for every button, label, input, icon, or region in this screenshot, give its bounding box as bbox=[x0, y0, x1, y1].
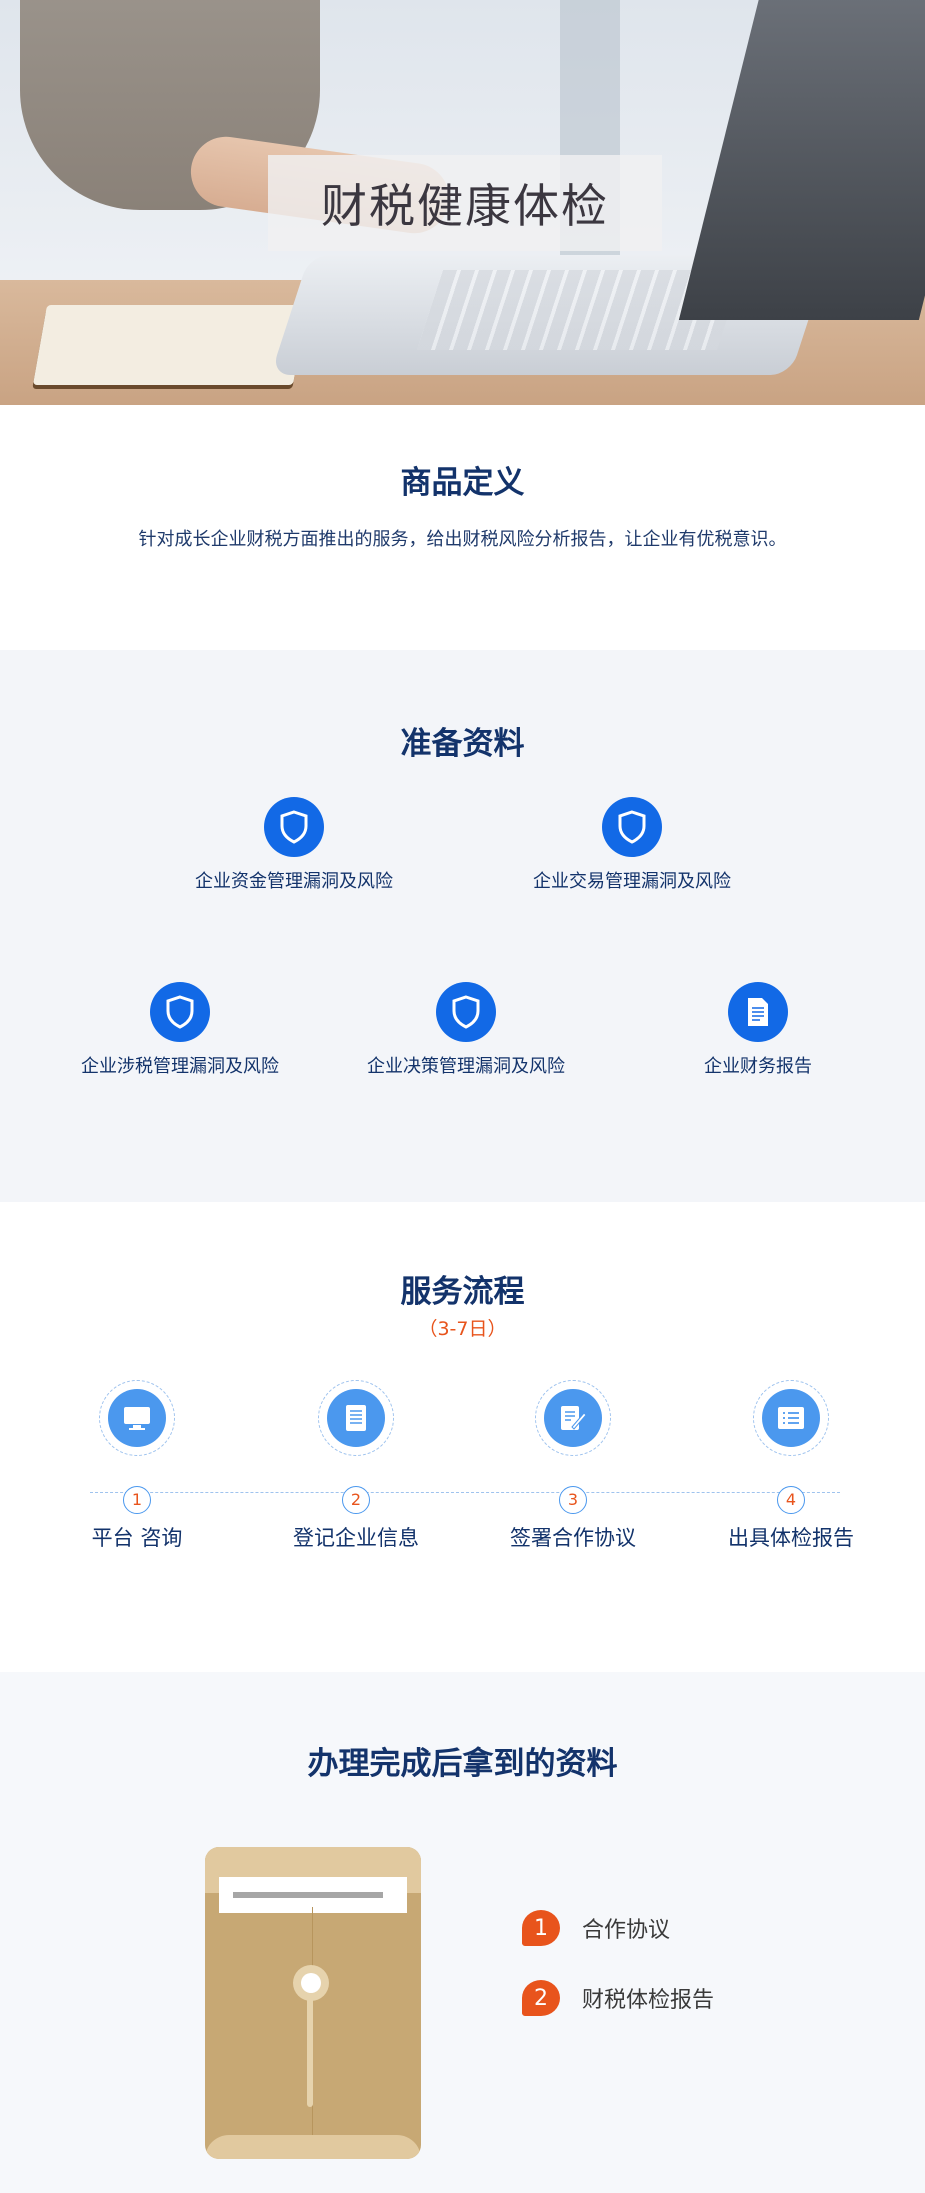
shield-icon bbox=[436, 982, 496, 1042]
deliverables-heading: 办理完成后拿到的资料 bbox=[307, 1746, 618, 1782]
step-label: 平台 咨询 bbox=[91, 1526, 183, 1550]
definition-text: 针对成长企业财税方面推出的服务，给出财税风险分析报告，让企业有优税意识。 bbox=[138, 529, 787, 550]
prep-item-fund: 企业资金管理漏洞及风险 bbox=[164, 797, 424, 893]
section-deliverables: 办理完成后拿到的资料 1 合作协议 2 财税体检报告 bbox=[0, 1672, 925, 2193]
step-number: 3 bbox=[559, 1486, 587, 1514]
prep-item-report: 企业财务报告 bbox=[628, 982, 888, 1078]
shield-icon bbox=[264, 797, 324, 857]
document-icon bbox=[728, 982, 788, 1042]
envelope-paper-line bbox=[233, 1892, 383, 1898]
hero-title-box: 财税健康体检 bbox=[268, 155, 662, 251]
step-number: 1 bbox=[123, 1486, 151, 1514]
deliverable-number-badge: 1 bbox=[522, 1910, 560, 1946]
prep-item-label: 企业资金管理漏洞及风险 bbox=[195, 871, 393, 892]
section-preparation: 准备资料 企业资金管理漏洞及风险 企业交易管理漏洞及风险 企业涉税管理漏洞及风险… bbox=[0, 650, 925, 1202]
definition-heading: 商品定义 bbox=[400, 465, 525, 501]
shield-icon bbox=[602, 797, 662, 857]
report-list-icon bbox=[762, 1389, 820, 1447]
notebook-icon bbox=[327, 1389, 385, 1447]
step-number: 2 bbox=[342, 1486, 370, 1514]
step-icon-ring bbox=[753, 1380, 829, 1456]
prep-item-decision: 企业决策管理漏洞及风险 bbox=[336, 982, 596, 1078]
shield-icon bbox=[150, 982, 210, 1042]
preparation-heading: 准备资料 bbox=[400, 726, 525, 762]
step-label: 登记企业信息 bbox=[293, 1526, 419, 1550]
hero-banner: 财税健康体检 bbox=[0, 0, 925, 405]
prep-item-label: 企业交易管理漏洞及风险 bbox=[533, 871, 731, 892]
prep-item-trade: 企业交易管理漏洞及风险 bbox=[502, 797, 762, 893]
process-step-register: 2 登记企业信息 bbox=[271, 1380, 441, 1552]
step-icon-ring bbox=[99, 1380, 175, 1456]
envelope-illustration bbox=[205, 1847, 421, 2159]
envelope-clasp bbox=[293, 1965, 329, 2001]
envelope-paper bbox=[219, 1877, 407, 1913]
monitor-icon bbox=[108, 1389, 166, 1447]
prep-item-label: 企业财务报告 bbox=[704, 1056, 812, 1077]
prep-item-tax: 企业涉税管理漏洞及风险 bbox=[50, 982, 310, 1078]
sign-document-icon bbox=[544, 1389, 602, 1447]
prep-item-label: 企业决策管理漏洞及风险 bbox=[367, 1056, 565, 1077]
deliverable-item: 1 合作协议 bbox=[522, 1908, 670, 1948]
process-step-consult: 1 平台 咨询 bbox=[52, 1380, 222, 1552]
process-step-sign: 3 签署合作协议 bbox=[488, 1380, 658, 1552]
process-timeline bbox=[90, 1492, 840, 1493]
process-heading: 服务流程 bbox=[400, 1274, 525, 1310]
process-duration: （3-7日） bbox=[418, 1318, 507, 1340]
deliverable-number-badge: 2 bbox=[522, 1980, 560, 2016]
section-process: 服务流程 （3-7日） 1 平台 咨询 2 登记企业信息 bbox=[0, 1202, 925, 1672]
hero-title: 财税健康体检 bbox=[321, 179, 609, 233]
process-step-report: 4 出具体检报告 bbox=[706, 1380, 876, 1552]
deliverable-label: 合作协议 bbox=[582, 1918, 671, 1943]
deliverable-item: 2 财税体检报告 bbox=[522, 1978, 714, 2018]
hero-notebook bbox=[32, 305, 308, 385]
step-label: 出具体检报告 bbox=[728, 1526, 854, 1550]
step-icon-ring bbox=[535, 1380, 611, 1456]
deliverable-label: 财税体检报告 bbox=[582, 1988, 715, 2013]
envelope-string bbox=[307, 1997, 313, 2107]
section-definition: 商品定义 针对成长企业财税方面推出的服务，给出财税风险分析报告，让企业有优税意识… bbox=[0, 405, 925, 650]
step-icon-ring bbox=[318, 1380, 394, 1456]
step-label: 签署合作协议 bbox=[510, 1526, 636, 1550]
envelope-bottom bbox=[205, 2135, 421, 2159]
prep-item-label: 企业涉税管理漏洞及风险 bbox=[81, 1056, 279, 1077]
step-number: 4 bbox=[777, 1486, 805, 1514]
